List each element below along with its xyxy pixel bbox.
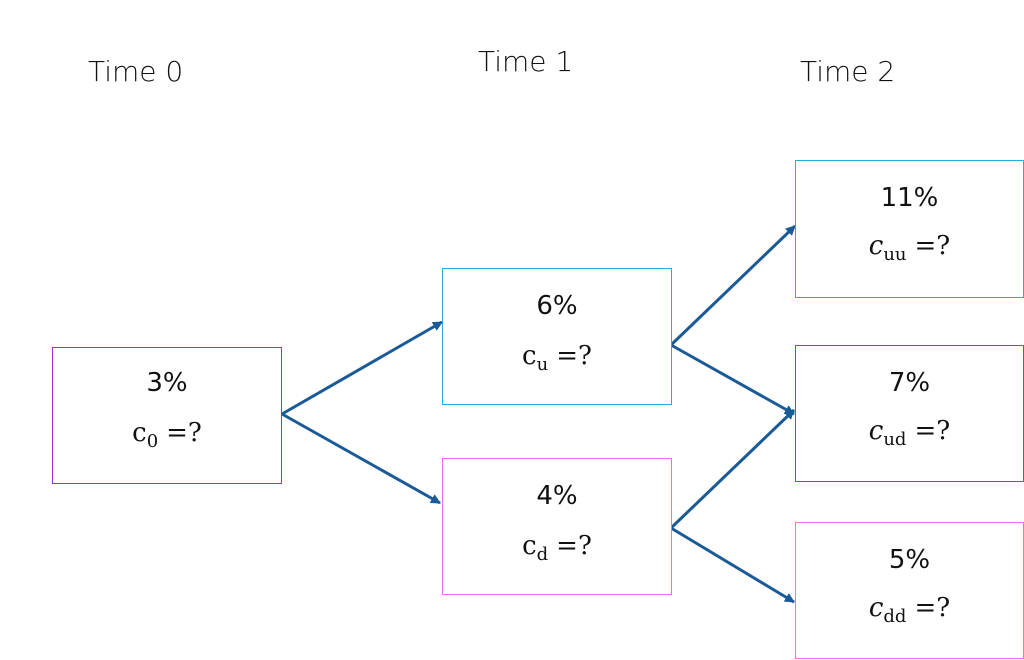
node-up-up: 11% cuu=?: [795, 160, 1024, 298]
time-1-label: Time 1: [478, 45, 574, 78]
edge-d-to-dd: [670, 526, 795, 604]
edge-u-to-uu: [669, 224, 797, 347]
edge-u-to-ud: [670, 343, 795, 416]
node-up-down: 7% cud=?: [795, 345, 1024, 482]
node-rate: 11%: [880, 183, 939, 213]
time-2-label: Time 2: [800, 55, 896, 88]
node-formula: cuu=?: [868, 231, 951, 265]
node-formula: cu=?: [522, 341, 592, 375]
node-down-down: 5% cdd=?: [795, 522, 1024, 659]
edge-0-to-u: [281, 320, 443, 416]
node-rate: 6%: [536, 291, 578, 321]
node-rate: 5%: [888, 545, 931, 575]
time-0-label: Time 0: [88, 55, 184, 88]
node-formula: cud=?: [868, 416, 951, 450]
node-rate: 7%: [888, 368, 931, 398]
node-down: 4% cd=?: [442, 458, 672, 595]
node-time0: 3% c0=?: [52, 347, 282, 484]
node-up: 6% cu=?: [442, 268, 672, 405]
node-rate: 4%: [536, 481, 578, 511]
node-formula: c0=?: [132, 418, 202, 452]
edge-d-to-ud: [669, 408, 796, 530]
node-formula: cd=?: [522, 531, 592, 565]
node-formula: cdd=?: [868, 593, 951, 627]
node-rate: 3%: [146, 368, 188, 398]
edge-0-to-d: [281, 412, 441, 505]
